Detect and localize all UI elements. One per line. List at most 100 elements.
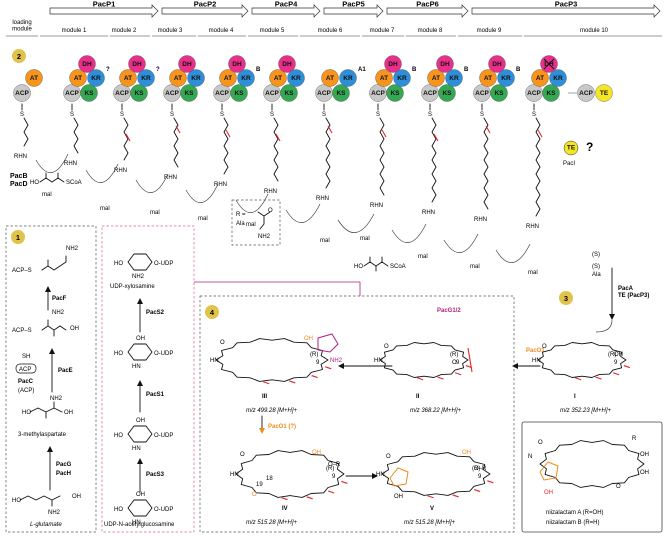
svg-text:HN: HN bbox=[374, 358, 383, 364]
domain-at: AT bbox=[321, 69, 339, 87]
svg-text:(R): (R) bbox=[472, 466, 480, 472]
svg-text:HO: HO bbox=[114, 433, 123, 439]
svg-text:AT: AT bbox=[174, 75, 182, 82]
svg-text:AT: AT bbox=[30, 75, 38, 82]
svg-text:OH: OH bbox=[64, 410, 73, 416]
domain-dh: DH bbox=[384, 55, 402, 73]
svg-text:KS: KS bbox=[184, 90, 194, 97]
domain-at: AT bbox=[427, 69, 445, 87]
domain-at: AT bbox=[25, 69, 43, 87]
svg-text:AT: AT bbox=[380, 75, 388, 82]
module-label-6: module 6 bbox=[300, 28, 360, 37]
svg-text:PacG: PacG bbox=[56, 462, 72, 468]
panel-sugar: O-UDPHONH2O-UDPHOHNOHO-UDPHOHNOHO-UDPHOH… bbox=[101, 225, 195, 533]
module-label-5: module 5 bbox=[248, 28, 298, 37]
svg-text:module 4: module 4 bbox=[209, 28, 234, 34]
svg-text:KR: KR bbox=[141, 75, 151, 82]
domain-dh: DH bbox=[278, 55, 296, 73]
svg-text:module 8: module 8 bbox=[418, 28, 443, 34]
svg-text:(R): (R) bbox=[310, 352, 318, 358]
svg-text:L-glutamate: L-glutamate bbox=[30, 522, 62, 528]
svg-text:ACP: ACP bbox=[215, 90, 229, 97]
svg-text:ACP: ACP bbox=[527, 90, 541, 97]
svg-text:3: 3 bbox=[564, 294, 568, 303]
elongation-arrow bbox=[235, 193, 269, 213]
mal-label: mal bbox=[418, 254, 428, 260]
svg-text:module 2: module 2 bbox=[112, 28, 137, 34]
domain-kr: KR bbox=[87, 69, 105, 87]
svg-text:PacH: PacH bbox=[56, 471, 71, 477]
svg-text:PacP2: PacP2 bbox=[194, 0, 217, 9]
svg-text:module 6: module 6 bbox=[318, 28, 343, 34]
module-label-2: module 2 bbox=[110, 28, 150, 37]
svg-text:DH: DH bbox=[82, 61, 92, 68]
kr-marker: ? bbox=[156, 67, 160, 73]
protein-pacp3: PacP3 bbox=[471, 0, 661, 18]
svg-text:KS: KS bbox=[442, 90, 452, 97]
domain-at: AT bbox=[269, 69, 287, 87]
kr-marker: B bbox=[464, 67, 469, 73]
domain-at: AT bbox=[531, 69, 549, 87]
domain-acp: ACP bbox=[63, 84, 81, 102]
elongation-arrow bbox=[391, 223, 427, 243]
svg-text:S: S bbox=[376, 112, 380, 118]
svg-text:III: III bbox=[262, 394, 267, 400]
svg-text:O: O bbox=[452, 360, 457, 366]
module-label-10: module 10 bbox=[524, 28, 662, 37]
svg-text:S: S bbox=[120, 112, 124, 118]
kr-marker: B bbox=[412, 67, 417, 73]
mal-label: mal bbox=[470, 264, 480, 270]
svg-text:ACP: ACP bbox=[317, 90, 331, 97]
svg-text:RHN: RHN bbox=[526, 224, 539, 230]
svg-text:RHN: RHN bbox=[64, 161, 77, 167]
svg-text:ACP: ACP bbox=[371, 90, 385, 97]
svg-text:DH: DH bbox=[440, 61, 450, 68]
svg-text:KS: KS bbox=[134, 90, 144, 97]
svg-text:AT: AT bbox=[74, 75, 82, 82]
svg-text:S: S bbox=[532, 112, 536, 118]
svg-text:KR: KR bbox=[241, 75, 251, 82]
svg-text:module 3: module 3 bbox=[158, 28, 183, 34]
domain-at: AT bbox=[219, 69, 237, 87]
svg-text:KR: KR bbox=[91, 75, 101, 82]
svg-text:module 7: module 7 bbox=[370, 28, 395, 34]
svg-text:O-UDP: O-UDP bbox=[154, 507, 173, 513]
domain-at: AT bbox=[479, 69, 497, 87]
svg-text:R =: R = bbox=[236, 212, 246, 218]
protein-pacp5: PacP5 bbox=[323, 0, 384, 18]
elongation-arrow bbox=[337, 213, 375, 233]
domain-ks: KS bbox=[386, 84, 404, 102]
svg-text:KS: KS bbox=[494, 90, 504, 97]
svg-text:PacO1 (?): PacO1 (?) bbox=[268, 424, 296, 430]
module-10-domains: ACPKSATKRDHACPTE bbox=[525, 55, 613, 102]
module-label-8: module 8 bbox=[406, 28, 456, 37]
svg-text:UDP-N-acetylglucosamine: UDP-N-acetylglucosamine bbox=[104, 522, 175, 528]
domain-ks: KS bbox=[332, 84, 350, 102]
svg-text:HN: HN bbox=[132, 446, 141, 452]
svg-text:9: 9 bbox=[316, 360, 320, 366]
svg-text:9: 9 bbox=[614, 360, 618, 366]
svg-text:module 5: module 5 bbox=[260, 28, 285, 34]
svg-text:KR: KR bbox=[343, 75, 353, 82]
svg-text:9: 9 bbox=[478, 474, 482, 480]
svg-text:DH: DH bbox=[492, 61, 502, 68]
kr-marker: ? bbox=[106, 67, 110, 73]
svg-text:KS: KS bbox=[84, 90, 94, 97]
svg-text:OH: OH bbox=[394, 494, 403, 500]
svg-text:I: I bbox=[574, 394, 576, 400]
svg-text:AT: AT bbox=[326, 75, 334, 82]
elongation-arrow bbox=[443, 233, 479, 253]
elongation-arrow bbox=[135, 173, 169, 193]
